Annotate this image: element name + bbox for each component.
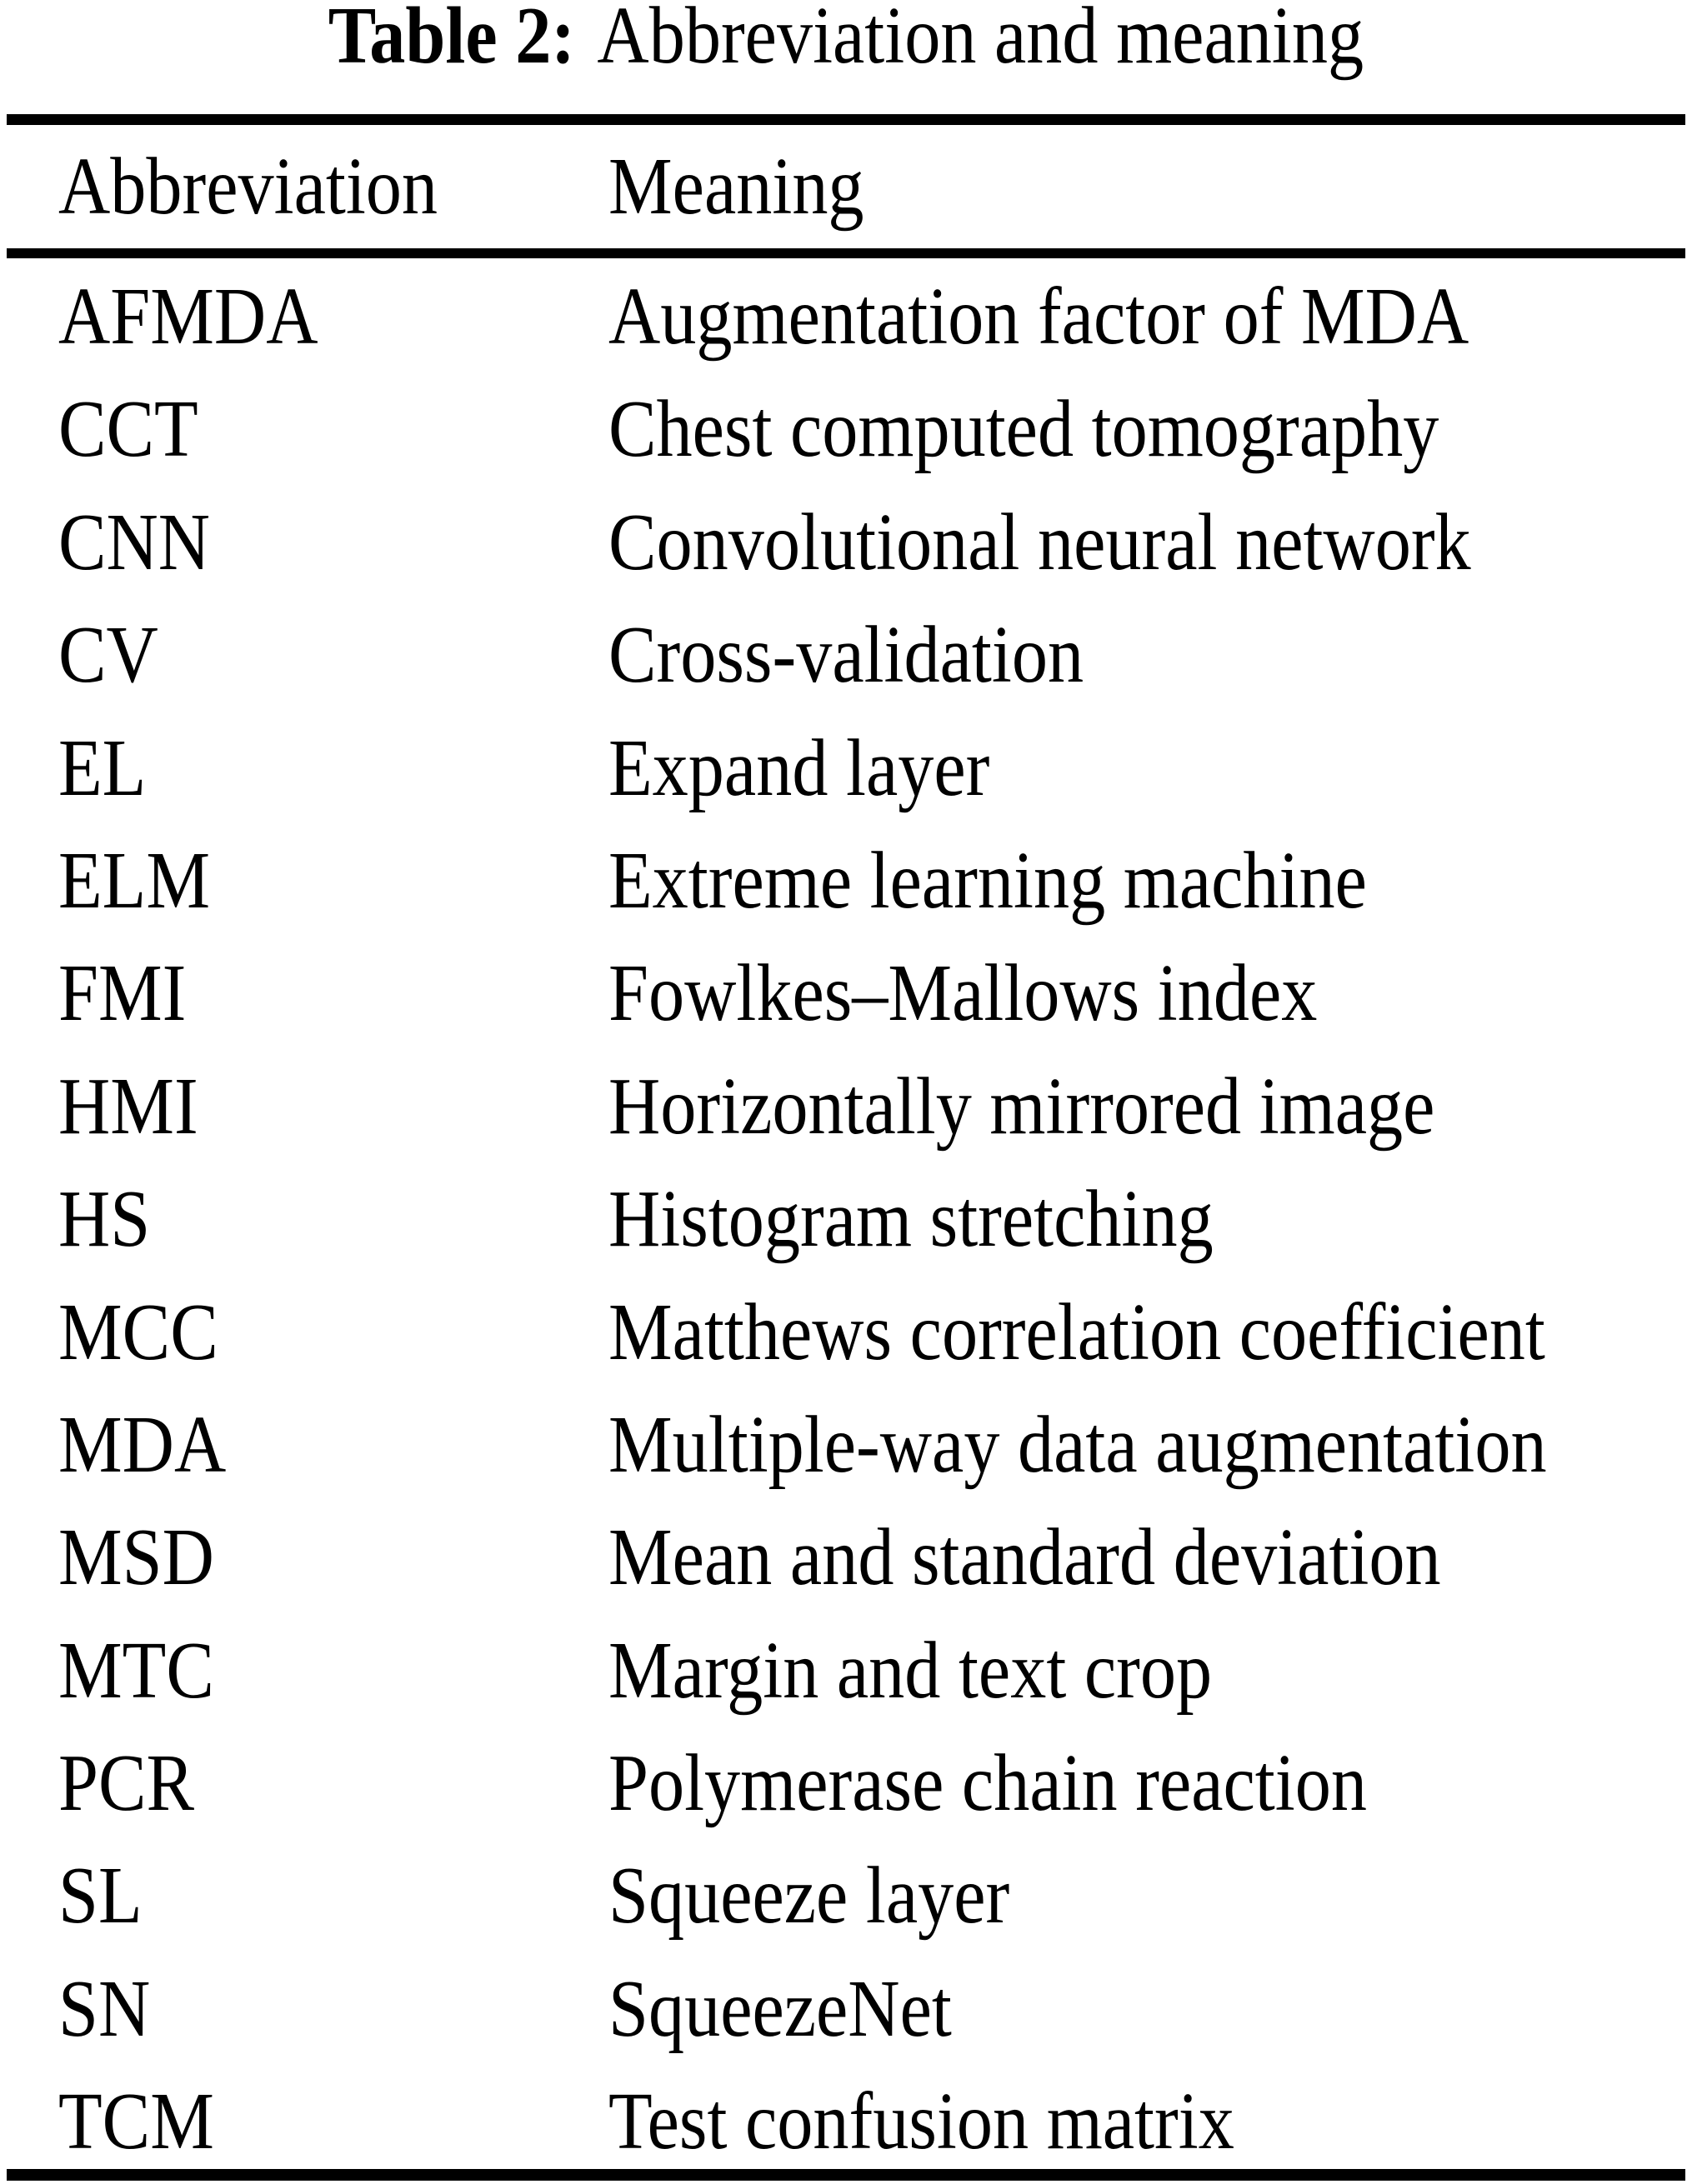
abbreviation-cell: PCR [58,1738,195,1829]
meaning-cell: Cross-validation [608,610,1084,701]
table-row: MTC Margin and text crop [0,1615,1692,1727]
table-row: HMI Horizontally mirrored image [0,1051,1692,1163]
abbreviation-cell: MSD [58,1512,214,1603]
meaning-cell: Augmentation factor of MDA [608,272,1469,362]
meaning-cell: Extreme learning machine [608,835,1367,926]
table-row: TCM Test confusion matrix [0,2066,1692,2178]
table-body: AFMDA Augmentation factor of MDA CCT Chest… [0,261,1692,2179]
meaning-cell: Margin and text crop [608,1625,1213,1716]
top-rule [7,114,1685,125]
meaning-cell: Chest computed tomography [608,384,1439,475]
meaning-cell: Test confusion matrix [608,2077,1234,2167]
table-row: AFMDA Augmentation factor of MDA [0,261,1692,373]
meaning-cell: Horizontally mirrored image [608,1061,1435,1152]
abbreviation-cell: MDA [58,1399,227,1490]
abbreviation-cell: ELM [58,835,211,926]
abbreviation-cell: SL [58,1851,143,1942]
table-row: ELM Extreme learning machine [0,825,1692,937]
abbreviation-cell: AFMDA [58,272,318,362]
abbreviation-cell: TCM [58,2077,214,2167]
table-row: HS Histogram stretching [0,1163,1692,1276]
meaning-cell: Polymerase chain reaction [608,1738,1367,1829]
table-row: SL Squeeze layer [0,1840,1692,1952]
meaning-cell: Histogram stretching [608,1174,1214,1265]
abbreviation-cell: MCC [58,1287,218,1377]
table-row: CNN Convolutional neural network [0,487,1692,599]
abbreviation-cell: CCT [58,384,198,475]
table-row: CCT Chest computed tomography [0,373,1692,486]
table-row: MSD Mean and standard deviation [0,1502,1692,1614]
abbreviation-cell: MTC [58,1625,214,1716]
table-row: FMI Fowlkes–Mallows index [0,937,1692,1050]
table-row: MDA Multiple-way data augmentation [0,1389,1692,1502]
column-header-meaning: Meaning [608,142,864,232]
meaning-cell: Multiple-way data augmentation [608,1399,1547,1490]
meaning-cell: Fowlkes–Mallows index [608,948,1318,1039]
table-caption-label: Table 2: [328,0,576,81]
meaning-cell: Convolutional neural network [608,497,1471,587]
table-caption: Table 2:Abbreviation and meaning [328,0,1364,77]
table-row: SN SqueezeNet [0,1953,1692,2066]
bottom-rule [7,2169,1685,2181]
meaning-cell: Expand layer [608,722,990,813]
abbreviation-cell: HMI [58,1061,198,1152]
table-caption-text: Abbreviation and meaning [597,0,1364,81]
abbreviation-cell: EL [58,722,147,813]
abbreviation-cell: HS [58,1174,151,1265]
column-header-abbreviation: Abbreviation [58,142,438,232]
meaning-cell: Mean and standard deviation [608,1512,1441,1603]
mid-rule [7,248,1685,258]
page-title: Table 2:Abbreviation and meaning [0,0,1692,77]
meaning-cell: Squeeze layer [608,1851,1010,1942]
abbreviation-cell: CNN [58,497,211,587]
abbreviation-cell: SN [58,1963,151,2054]
table-row: PCR Polymerase chain reaction [0,1727,1692,1840]
abbreviation-cell: FMI [58,948,187,1039]
table-row: EL Expand layer [0,712,1692,825]
meaning-cell: Matthews correlation coefficient [608,1287,1545,1377]
abbreviation-cell: CV [58,610,158,701]
table-row: MCC Matthews correlation coefficient [0,1277,1692,1389]
table-row: CV Cross-validation [0,599,1692,712]
meaning-cell: SqueezeNet [608,1963,952,2054]
